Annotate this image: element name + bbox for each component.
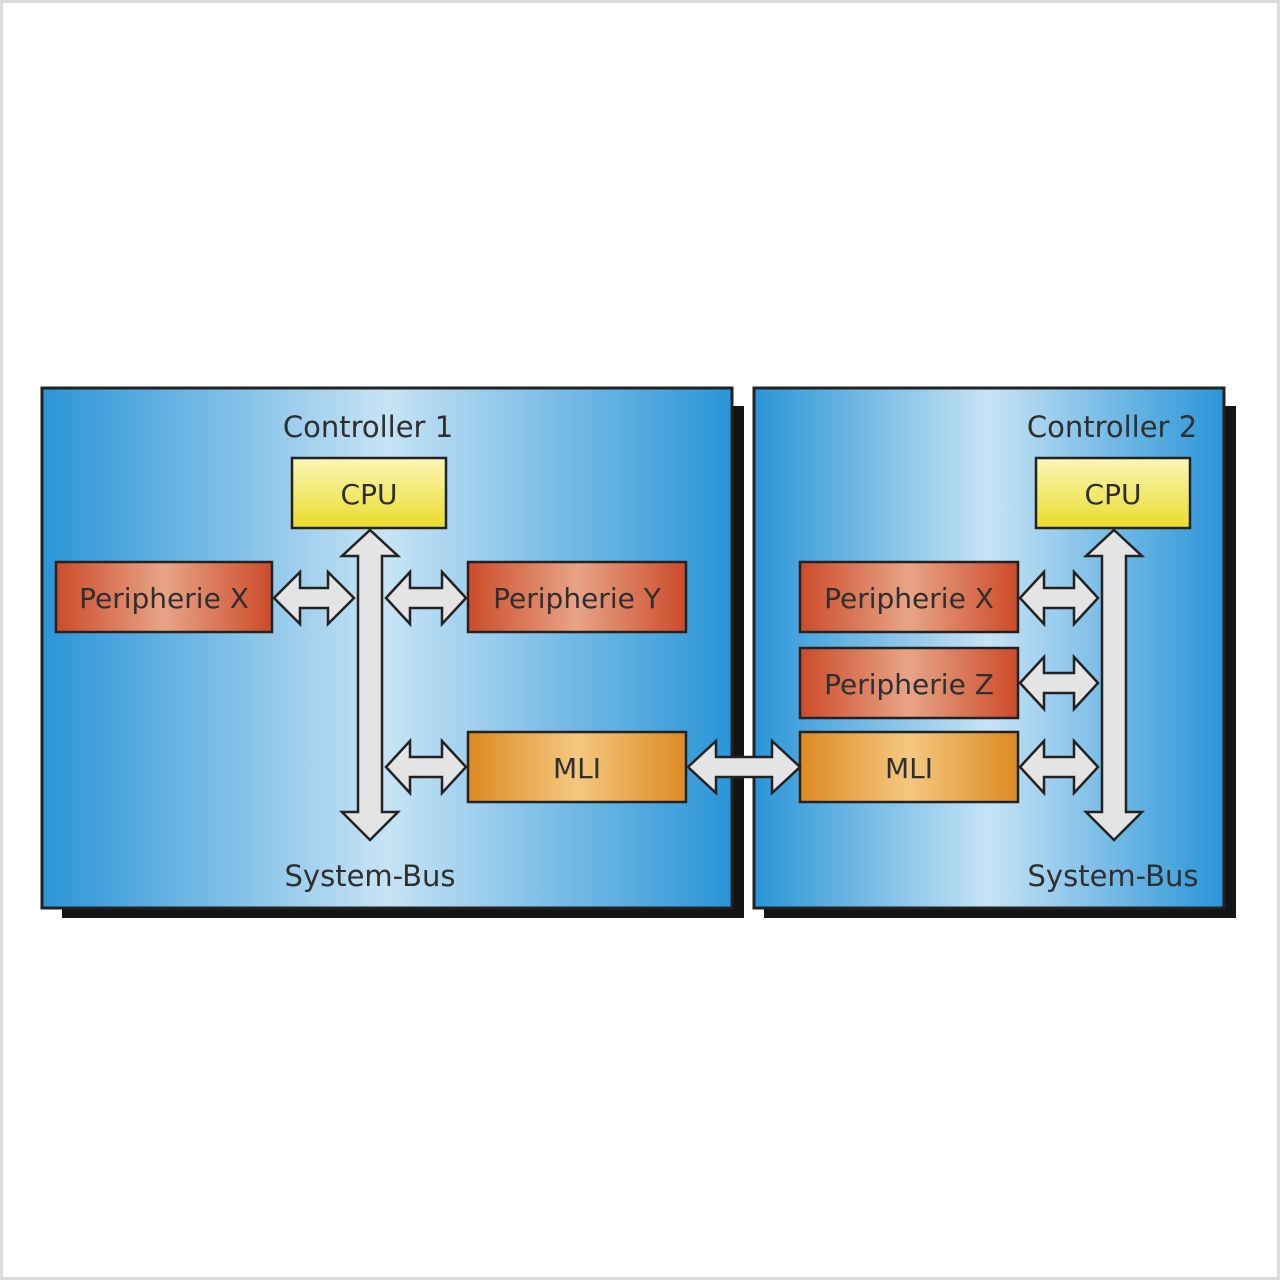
controller-1-mli-label: MLI bbox=[553, 752, 601, 785]
controller-1-mli-box bbox=[466, 730, 688, 804]
controller-2-arrow-mli-bus bbox=[1018, 737, 1100, 797]
controller-1-panel: Controller 1 System-Bus CPU Peripherie X… bbox=[40, 386, 744, 918]
controller-2-cpu-box bbox=[1034, 456, 1192, 530]
controller-1-cpu-box bbox=[290, 456, 448, 530]
controller-1-peripherie-y-box bbox=[466, 560, 688, 634]
controller-1-title: Controller 1 bbox=[283, 410, 453, 444]
controller-1-cpu-label: CPU bbox=[341, 478, 398, 511]
controller-1-arrow-bus-mli bbox=[384, 737, 468, 797]
controller-2-arrow-periph-z-bus bbox=[1018, 653, 1100, 713]
controller-2-arrow-periph-x-bus bbox=[1018, 568, 1100, 628]
controller-2-peripherie-z-label: Peripherie Z bbox=[824, 668, 994, 701]
controller-2-bus-label: System-Bus bbox=[1028, 859, 1199, 893]
controller-1-peripherie-x-box bbox=[54, 560, 274, 634]
controller-1-bus-label: System-Bus bbox=[285, 859, 456, 893]
controller-2-peripherie-x-box bbox=[798, 560, 1020, 634]
controller-1-arrow-periph-x-bus bbox=[272, 568, 356, 628]
controller-1-peripherie-x-label: Peripherie X bbox=[79, 582, 249, 615]
controller-1-system-bus-arrow bbox=[338, 528, 402, 842]
controller-2-panel: Controller 2 System-Bus CPU Peripherie X… bbox=[752, 386, 1236, 918]
controller-1-peripherie-y-label: Peripherie Y bbox=[493, 582, 662, 615]
controller-2-system-bus-arrow bbox=[1082, 528, 1146, 842]
controller-1-arrow-bus-periph-y bbox=[384, 568, 468, 628]
mli-link-arrow bbox=[686, 738, 802, 796]
controller-2-peripherie-x-label: Peripherie X bbox=[824, 582, 994, 615]
controller-2-title: Controller 2 bbox=[1027, 410, 1197, 444]
controller-2-mli-label: MLI bbox=[885, 752, 933, 785]
controller-2-mli-box bbox=[798, 730, 1020, 804]
controller-2-peripherie-z-box bbox=[798, 646, 1020, 720]
controller-2-cpu-label: CPU bbox=[1085, 478, 1142, 511]
